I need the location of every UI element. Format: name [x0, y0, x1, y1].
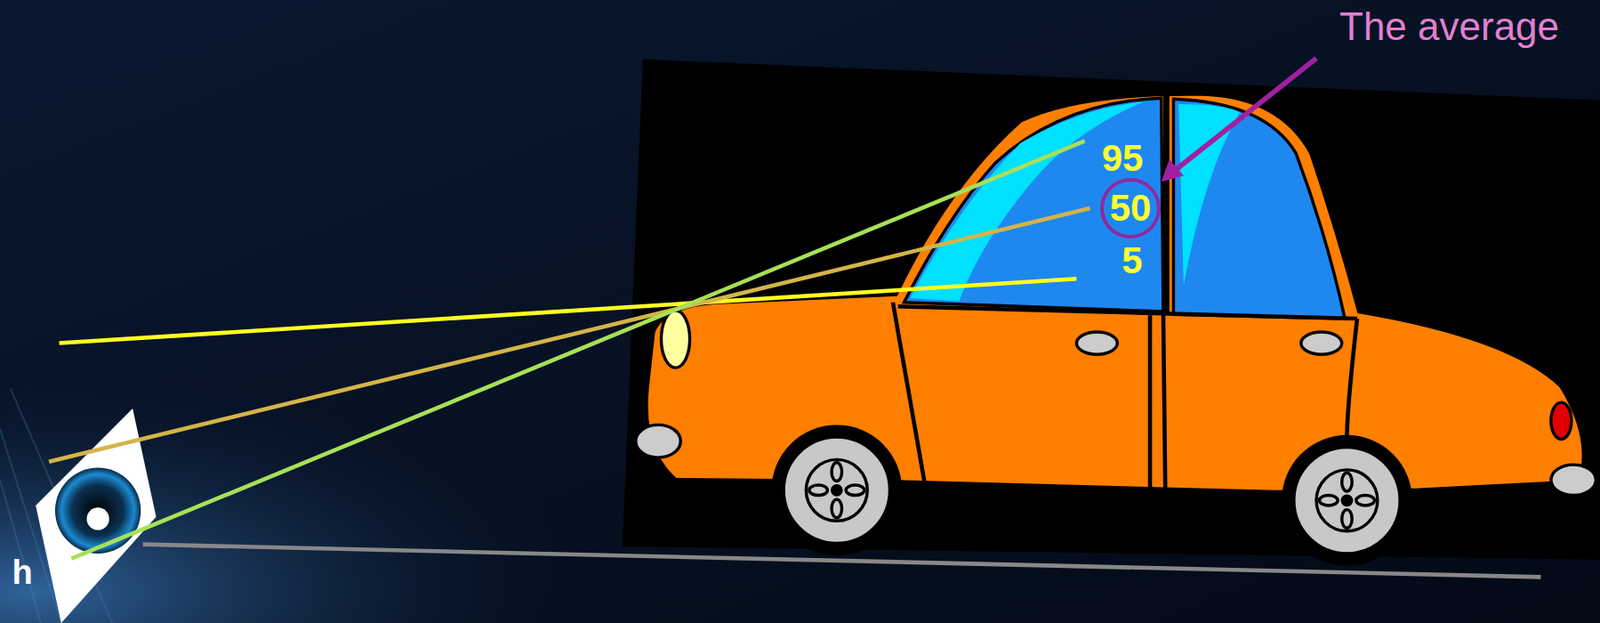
sight-line	[71, 140, 1085, 558]
door-handle	[1076, 331, 1118, 354]
car-backdrop	[622, 59, 1600, 560]
sight-line	[48, 208, 1090, 462]
pillar	[1163, 94, 1170, 315]
callout-title: The average	[1339, 7, 1560, 47]
arrow-head	[1161, 159, 1184, 182]
wheel	[771, 424, 902, 555]
camera-lens	[55, 467, 141, 554]
circled-number: 50	[1100, 177, 1161, 239]
front-bumper	[635, 424, 681, 458]
percentile-number: 5	[1121, 241, 1142, 280]
percentile-number: 50	[1109, 189, 1152, 227]
camera-lens-center	[87, 506, 110, 530]
percentile-number: 95	[1101, 139, 1144, 177]
door-lines	[892, 302, 1358, 491]
car-body	[645, 93, 1584, 492]
headlight	[660, 310, 690, 368]
rear-window-shine	[1178, 104, 1240, 286]
door-handle	[1301, 331, 1343, 354]
wheel	[1281, 434, 1413, 566]
callout-arrow	[1173, 57, 1317, 171]
rear-bumper	[1551, 464, 1596, 495]
tail-light	[1551, 402, 1572, 439]
height-label: h	[11, 554, 33, 589]
rear-window	[1173, 98, 1345, 319]
window-shine	[909, 102, 1143, 302]
